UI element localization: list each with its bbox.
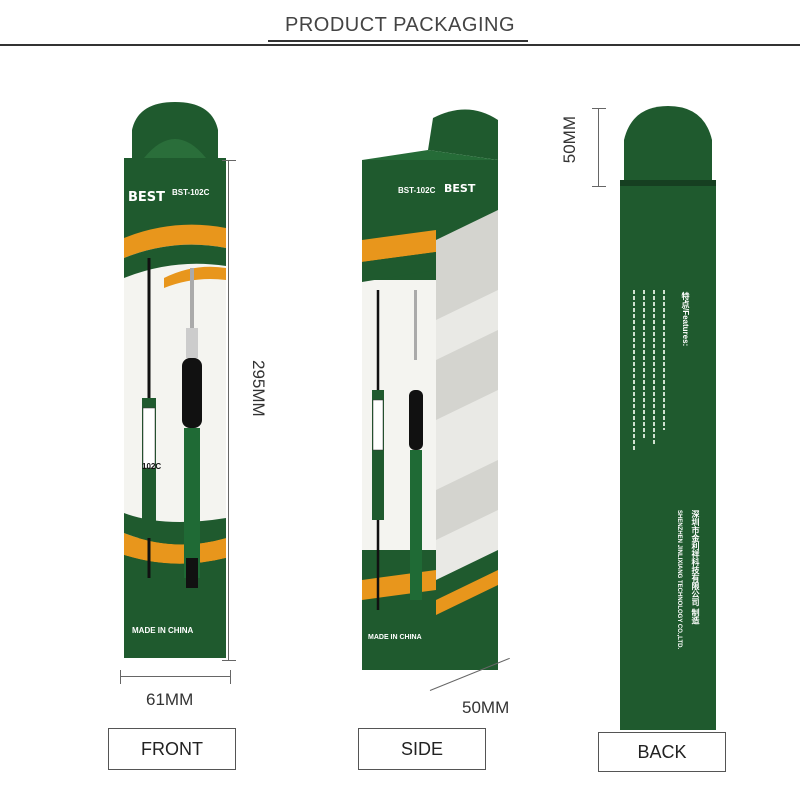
side-iron-illustration (362, 290, 436, 610)
front-model: BST-102C (172, 188, 209, 197)
header-divider (0, 44, 800, 46)
width-dim-tick-right (230, 670, 231, 684)
soldering-iron-illustration (124, 258, 226, 588)
back-features-text (628, 290, 678, 460)
side-box: BST-102C MADE IN CHINA BEST (358, 100, 518, 680)
side-brand-logo: BEST (444, 182, 475, 195)
back-features-title: 特点/Features: (680, 292, 691, 346)
back-top-flap (618, 100, 718, 184)
label-side: SIDE (358, 728, 486, 770)
page-title: PRODUCT PACKAGING (0, 14, 800, 37)
back-company-en: SHENZHEN JINLIXIANG TECHNOLOGY CO.,LTD. (676, 510, 682, 649)
side-front-face: BST-102C MADE IN CHINA (362, 160, 436, 670)
front-box: BEST BST-102C 102C MADE IN CHINA (124, 100, 226, 660)
height-dim-line (228, 160, 229, 660)
depth-dimension: 50MM (462, 698, 509, 718)
title-underline (268, 40, 528, 42)
width-dim-tick-left (120, 670, 121, 684)
back-box: 特点/Features: 深圳市金利祥科技有限公司 制造 SHENZHEN JI… (618, 100, 718, 660)
label-front: FRONT (108, 728, 236, 770)
top-dim-line (598, 108, 599, 186)
top-dim-tick-top (592, 108, 606, 109)
label-back: BACK (598, 732, 726, 772)
side-right-face: BEST (436, 160, 498, 670)
side-made-in: MADE IN CHINA (368, 634, 422, 641)
height-dimension: 295MM (248, 360, 268, 417)
top-dim-tick-bottom (592, 186, 606, 187)
front-brand-logo: BEST (128, 190, 165, 205)
width-dimension: 61MM (146, 690, 193, 710)
height-dim-tick-bottom (222, 660, 236, 661)
front-made-in: MADE IN CHINA (132, 626, 193, 635)
top-dimension: 50MM (560, 116, 580, 163)
width-dim-line (120, 676, 230, 677)
side-right-pattern (436, 160, 498, 670)
height-dim-tick-top (222, 160, 236, 161)
back-face: 特点/Features: 深圳市金利祥科技有限公司 制造 SHENZHEN JI… (620, 180, 716, 730)
side-model: BST-102C (398, 186, 435, 195)
front-face: BEST BST-102C 102C MADE IN CHINA (124, 158, 226, 658)
front-iron-model: 102C (142, 462, 161, 471)
back-company-cn: 深圳市金利祥科技有限公司 制造 (690, 510, 701, 624)
front-top-flap (124, 100, 226, 162)
